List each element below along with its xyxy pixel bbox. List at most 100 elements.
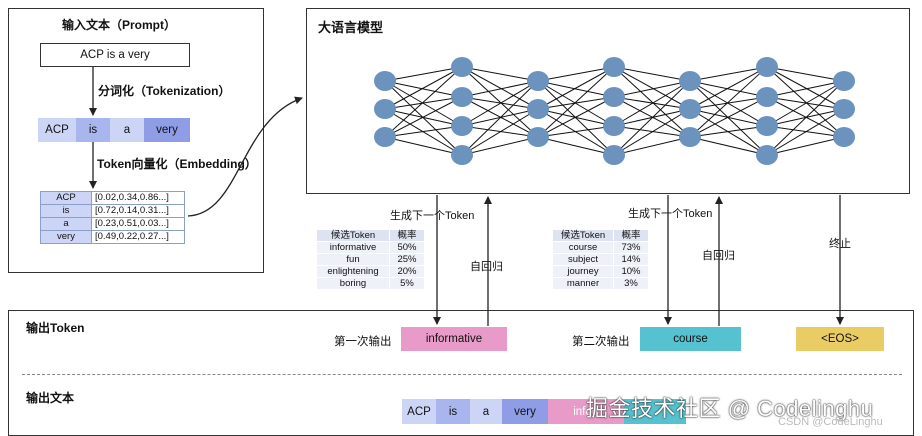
embedding-table: ACP [0.02,0.34,0.86...] is [0.72,0.14,0.… (40, 191, 185, 244)
nn-node (756, 57, 778, 77)
prompt-token: is (76, 118, 110, 142)
watermark-csdn: CSDN @CodeLinghu (778, 416, 883, 428)
nn-edge (613, 66, 691, 138)
nn-node (603, 116, 625, 136)
nn-node (451, 145, 473, 165)
candidate-header: 候选Token 概率 (316, 229, 425, 242)
tokenization-label: 分词化（Tokenization） (98, 84, 231, 98)
nn-node (527, 127, 549, 147)
nn-edge (537, 96, 615, 110)
nn-edge (537, 66, 615, 138)
nn-edge (461, 66, 539, 82)
output-text-title: 输出文本 (26, 391, 75, 405)
embedding-row: ACP [0.02,0.34,0.86...] (40, 191, 185, 205)
nn-edge (613, 80, 691, 156)
nn-edge (537, 66, 615, 110)
nn-node (679, 99, 701, 119)
prompt-token: very (144, 118, 190, 142)
nn-edge (766, 80, 845, 156)
candidate-row: journey 10% (552, 265, 649, 278)
candidate-header-prob: 概率 (389, 229, 425, 242)
nn-node (374, 99, 396, 119)
nn-edge (537, 96, 615, 138)
nn-edge (613, 80, 691, 98)
prompt-token: a (110, 118, 144, 142)
second-output-label: 第二次输出 (572, 336, 630, 348)
nn-node (603, 145, 625, 165)
candidate-row: boring 5% (316, 277, 425, 290)
nn-edge (461, 66, 539, 110)
nn-edge (766, 108, 845, 156)
nn-edge (766, 66, 845, 110)
candidate-row: informative 50% (316, 241, 425, 254)
nn-node (756, 116, 778, 136)
nn-node (679, 71, 701, 91)
nn-edge (384, 125, 463, 138)
nn-node (679, 127, 701, 147)
nn-edge (384, 66, 463, 110)
nn-node (527, 99, 549, 119)
nn-edge (537, 66, 615, 82)
embedding-vector: [0.49,0.22,0.27...] (91, 230, 185, 244)
candidate-row: manner 3% (552, 277, 649, 290)
embedding-row: a [0.23,0.51,0.03...] (40, 217, 185, 231)
nn-node (756, 87, 778, 107)
watermark-main: 掘金技术社区 @ Codelinghu (586, 396, 874, 421)
nn-edge (384, 96, 463, 110)
nn-edge (384, 66, 463, 82)
nn-edge (461, 80, 539, 98)
nn-edge (689, 66, 768, 110)
nn-edge (689, 125, 768, 138)
nn-edge (461, 108, 539, 156)
nn-edge (537, 136, 615, 156)
nn-node (603, 87, 625, 107)
nn-node (527, 71, 549, 91)
nn-edge (689, 96, 768, 110)
nn-edge (461, 80, 539, 156)
nn-node (451, 87, 473, 107)
embedding-token: very (40, 230, 92, 244)
nn-edge (537, 125, 615, 138)
nn-node (833, 99, 855, 119)
nn-edge (461, 136, 539, 156)
nn-node (374, 127, 396, 147)
nn-edge (766, 136, 845, 156)
nn-node (603, 57, 625, 77)
llm-panel-title: 大语言模型 (318, 20, 384, 35)
second-output-token: course (640, 327, 741, 351)
candidate-row: subject 14% (552, 253, 649, 266)
prompt-text-box: ACP is a very (40, 43, 190, 67)
first-output-label: 第一次输出 (334, 336, 392, 348)
candidate-prob: 20% (389, 265, 425, 278)
neural-network-nodes (374, 57, 855, 165)
nn-edge (689, 96, 768, 138)
output-divider (22, 374, 902, 375)
generate-next-token-label-2: 生成下一个Token (628, 208, 713, 220)
nn-edge (461, 80, 539, 127)
nn-edge (461, 66, 539, 138)
nn-edge (384, 66, 463, 138)
nn-node (833, 127, 855, 147)
final-token: very (502, 399, 548, 424)
generate-next-token-label-1: 生成下一个Token (390, 210, 475, 222)
nn-edge (689, 80, 768, 98)
final-token: a (470, 399, 502, 424)
output-token-title: 输出Token (26, 321, 85, 335)
candidate-table-2: 候选Token 概率 course 73% subject 14% journe… (552, 229, 649, 290)
final-token: is (436, 399, 470, 424)
nn-edge (613, 108, 691, 156)
candidate-header: 候选Token 概率 (552, 229, 649, 242)
nn-edge (689, 136, 768, 156)
embedding-label: Token向量化（Embedding） (97, 157, 257, 171)
final-token: course (624, 399, 686, 424)
prompt-panel-title: 输入文本（Prompt） (62, 18, 177, 32)
nn-edge (766, 66, 845, 82)
nn-edge (613, 136, 691, 156)
nn-edge (613, 66, 691, 82)
neural-network-edges (384, 66, 845, 156)
final-token: ACP (402, 399, 436, 424)
embedding-row: is [0.72,0.14,0.31...] (40, 204, 185, 218)
nn-edge (766, 80, 845, 127)
candidate-prob: 5% (389, 277, 425, 290)
